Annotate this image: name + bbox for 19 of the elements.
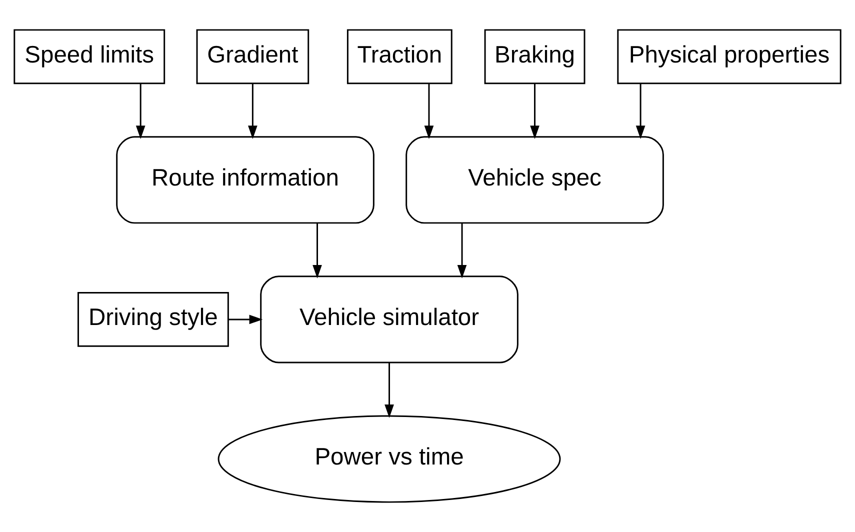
arrow: [312, 223, 322, 278]
arrow: [228, 314, 263, 324]
node-box: Route information: [116, 136, 374, 224]
arrow: [424, 83, 434, 139]
arrow: [384, 362, 394, 418]
arrow: [136, 83, 146, 139]
node-box: Speed limits: [14, 29, 166, 84]
node-box: Gradient: [196, 29, 310, 84]
node-box: Braking: [484, 29, 586, 84]
node-box: Driving style: [78, 292, 229, 347]
arrow: [530, 83, 540, 139]
arrow: [248, 83, 258, 139]
node-ellipse: Power vs time: [218, 415, 561, 503]
node-box: Traction: [346, 29, 452, 84]
arrow: [636, 83, 646, 139]
node-box: Physical properties: [617, 29, 842, 84]
arrow: [457, 223, 467, 278]
node-box: Vehicle simulator: [260, 276, 518, 364]
node-box: Vehicle spec: [406, 136, 664, 224]
